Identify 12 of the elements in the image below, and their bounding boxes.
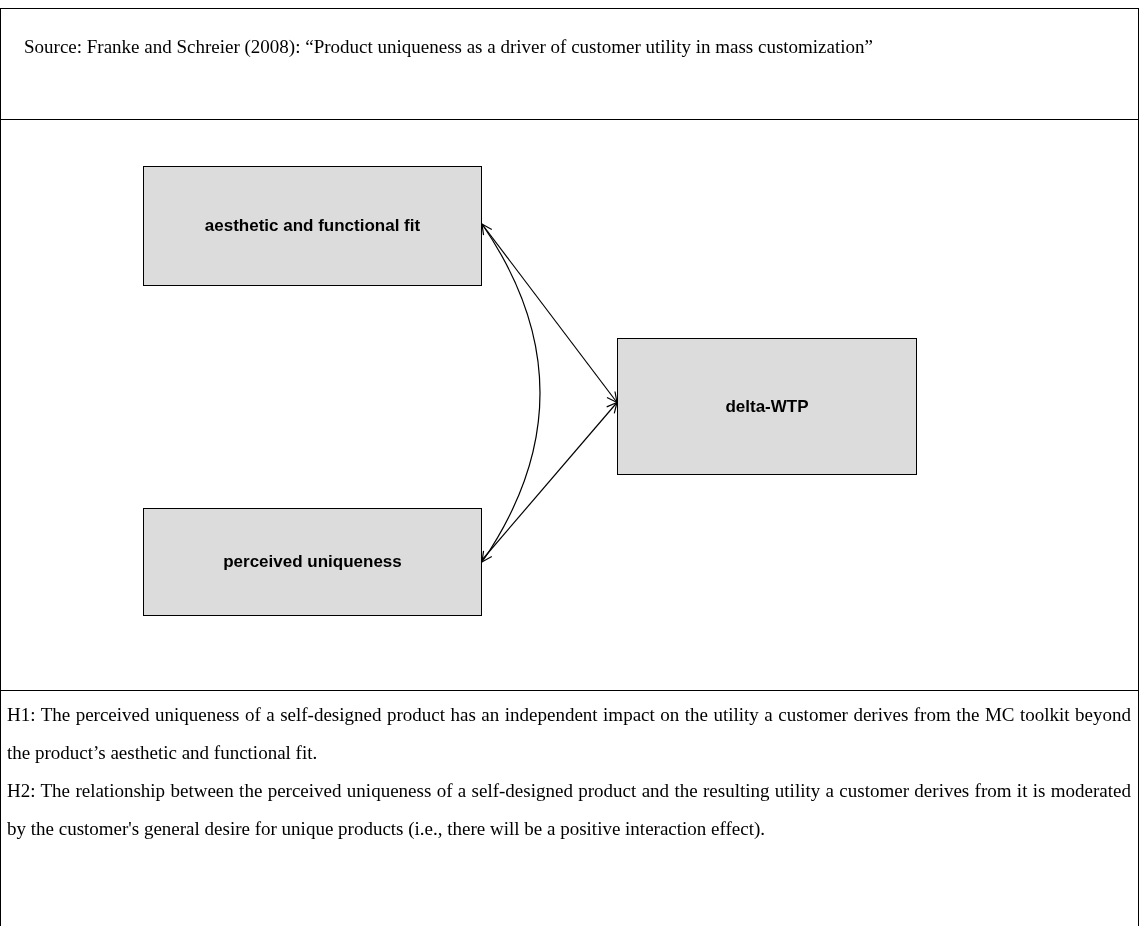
construct-box bbox=[143, 508, 482, 616]
construct-label: delta-WTP bbox=[725, 396, 809, 417]
construct-label: perceived uniqueness bbox=[223, 552, 402, 572]
hypothesis-text: H1: The perceived uniqueness of a self-designed product has an independent impact on the utility a customer derives from the MC toolkit beyond the product’s aesthetic and functional fit. bbox=[7, 703, 1131, 765]
double-headed-arrow bbox=[481, 223, 541, 563]
construct-box bbox=[143, 166, 482, 286]
construct-label: aesthetic and functional fit bbox=[204, 216, 421, 236]
construct-box bbox=[617, 338, 917, 475]
hypothesis-text: H2: The relationship between the perceived uniqueness of a self-designed product and the resulting utility a customer derives from it is moderated by the customer's general desire for unique products (i.e., there will be a positive interaction effect). bbox=[7, 779, 1131, 841]
arrow bbox=[481, 401, 618, 561]
source-note: Source: Franke and Schreier (2008): “Product uniqueness as a driver of customer utility in mass customization” bbox=[24, 35, 874, 59]
arrow bbox=[481, 223, 618, 404]
